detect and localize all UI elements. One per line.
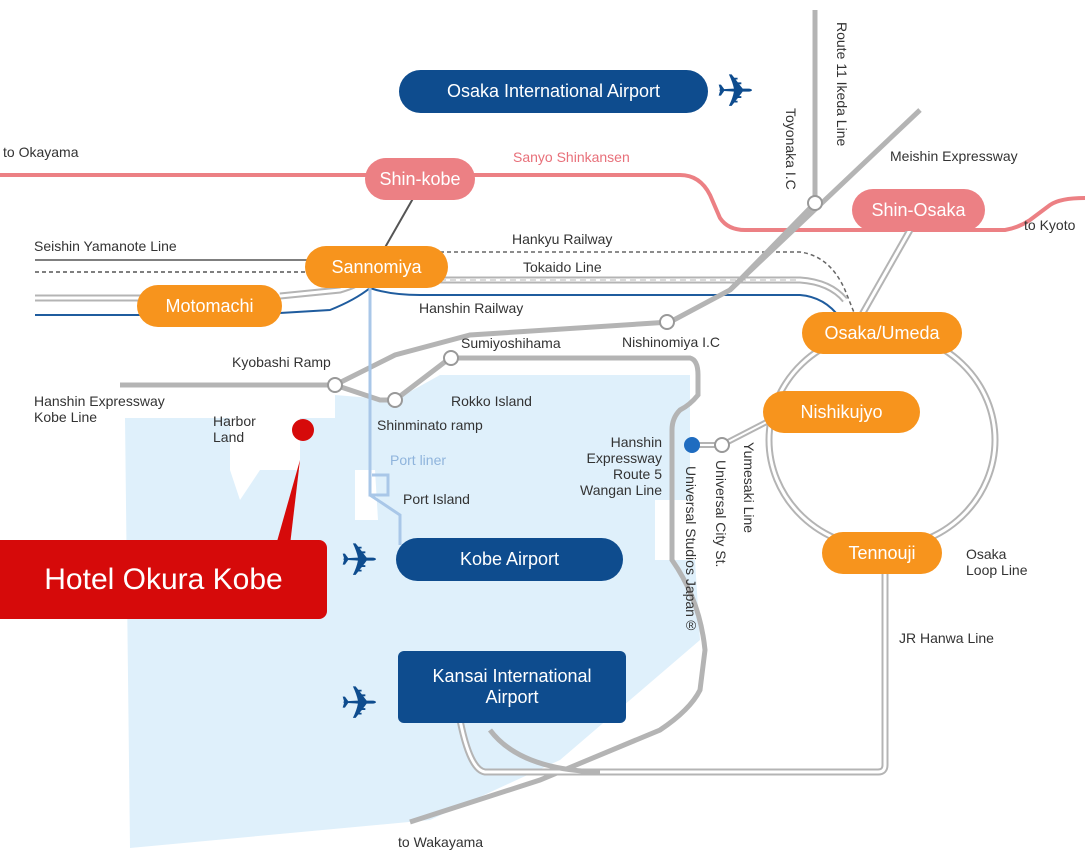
label-yumesaki: Yumesaki Line (741, 442, 757, 534)
label-usj[interactable]: Universal Studios Japan® (683, 466, 699, 633)
jr-hanwa-line (456, 555, 889, 776)
label-to-wakayama: to Wakayama (398, 834, 484, 850)
label-sanyo-shinkansen: Sanyo Shinkansen (513, 149, 630, 165)
airport-kobe[interactable]: Kobe Airport (396, 538, 623, 581)
station-osaka-umeda[interactable]: Osaka/Umeda (802, 312, 962, 354)
land-harbor (230, 418, 300, 500)
station-shin-osaka[interactable]: Shin-Osaka (852, 189, 985, 231)
osaka-loop-line (765, 328, 999, 552)
shinminato-ramp-node (387, 392, 403, 408)
wangan-line (334, 355, 708, 825)
label-harbor-land: Harbor Land (213, 413, 256, 445)
sumiyoshihama-node (443, 350, 459, 366)
sanyo-shinkansen-line (0, 173, 1085, 232)
port-liner-line (368, 285, 402, 545)
station-nishikujyo[interactable]: Nishikujyo (763, 391, 920, 433)
label-universal-city-st: Universal City St. (713, 460, 729, 568)
hankyu-line (440, 251, 856, 316)
hotel-marker (292, 419, 314, 441)
label-rokko-island: Rokko Island (451, 393, 532, 409)
hotel-pointer (276, 460, 300, 545)
label-nishinomiya-ic: Nishinomiya I.C (622, 334, 721, 350)
airport-osaka-international[interactable]: Osaka International Airport (399, 70, 708, 113)
label-route11: Route 11 Ikeda Line (834, 22, 850, 147)
label-port-island: Port Island (403, 491, 470, 507)
airplane-icon: ✈ (716, 64, 755, 118)
label-toyonaka-ic: Toyonaka I.C (783, 108, 799, 190)
label-wangan: Hanshin Expressway Route 5 Wangan Line (580, 434, 662, 498)
label-kyobashi-ramp: Kyobashi Ramp (232, 354, 331, 370)
shin-osaka-umeda-jr (856, 228, 914, 320)
label-sumiyoshihama: Sumiyoshihama (461, 335, 561, 351)
sea-area (125, 375, 700, 848)
label-to-kyoto: to Kyoto (1024, 217, 1076, 233)
kyobashi-ramp-node (327, 377, 343, 393)
nishinomiya-ic-node (659, 314, 675, 330)
label-shinminato-ramp: Shinminato ramp (377, 417, 483, 433)
label-meishin: Meishin Expressway (890, 148, 1018, 164)
airplane-icon: ✈ (340, 533, 379, 587)
label-to-okayama: to Okayama (3, 144, 79, 160)
label-tokaido: Tokaido Line (523, 259, 602, 275)
station-sannomiya[interactable]: Sannomiya (305, 246, 448, 288)
label-hanshin-railway: Hanshin Railway (419, 300, 524, 316)
label-seishin-yamanote: Seishin Yamanote Line (34, 238, 177, 254)
station-tennouji[interactable]: Tennouji (822, 532, 942, 574)
airport-kansai-international[interactable]: Kansai International Airport (398, 651, 626, 723)
label-hanshin-expressway-kobe: Hanshin Expressway Kobe Line (34, 393, 165, 425)
universal-city-node (714, 437, 730, 453)
label-jr-hanwa: JR Hanwa Line (899, 630, 994, 646)
toyonaka-ic-node (807, 195, 823, 211)
label-port-liner: Port liner (390, 452, 447, 468)
station-shin-kobe[interactable]: Shin-kobe (365, 158, 475, 200)
hotel-name-box[interactable]: Hotel Okura Kobe (0, 540, 327, 619)
station-motomachi[interactable]: Motomachi (137, 285, 282, 327)
label-hankyu: Hankyu Railway (512, 231, 613, 247)
airplane-icon: ✈ (340, 676, 379, 730)
land-port-island (355, 470, 378, 520)
label-osaka-loop: Osaka Loop Line (966, 546, 1028, 578)
usj-marker (684, 437, 700, 453)
